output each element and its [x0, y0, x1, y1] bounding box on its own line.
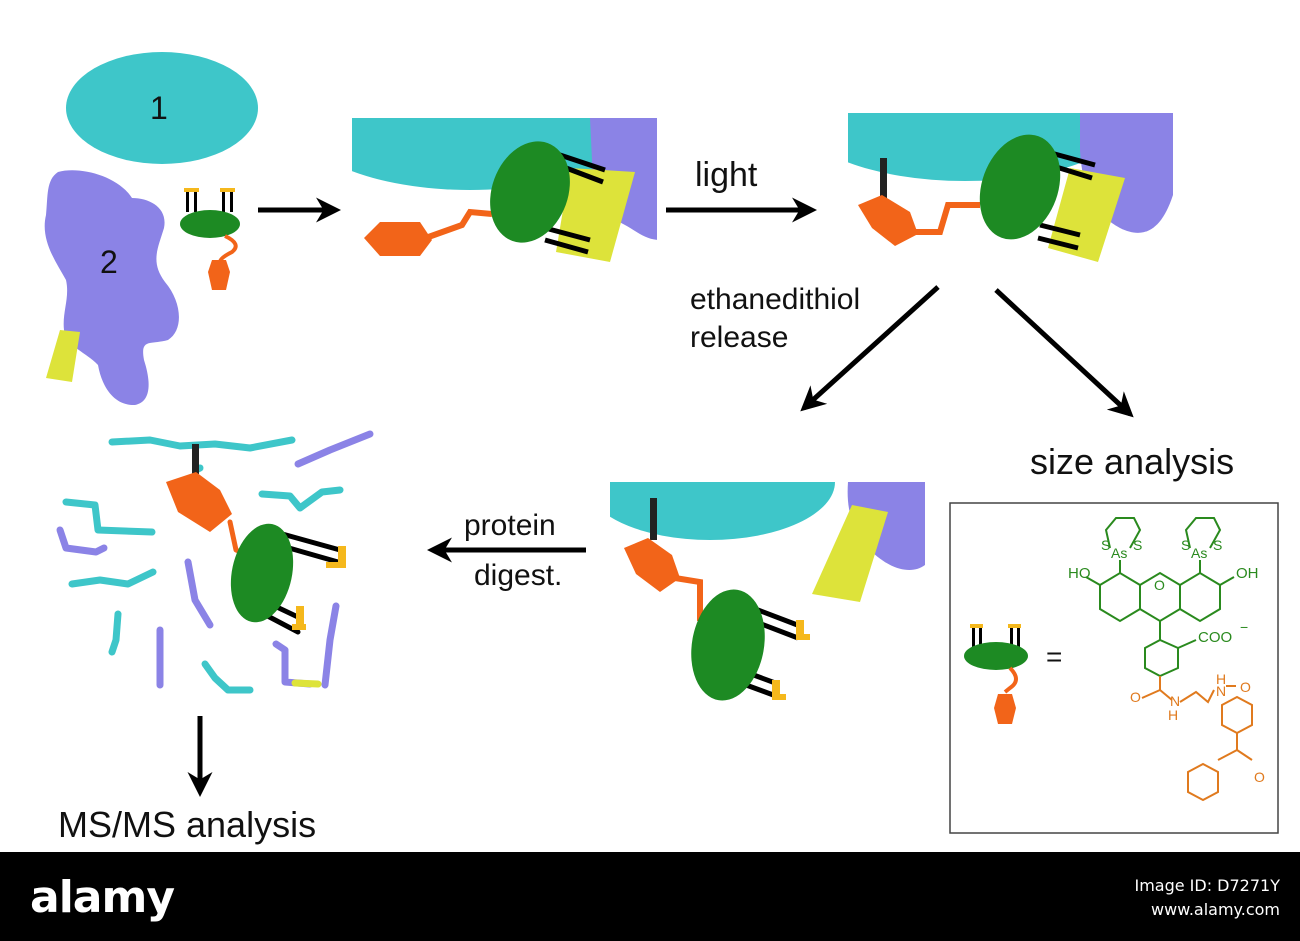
digest-label: digest.: [474, 559, 563, 592]
chem-as1: As: [1111, 545, 1128, 561]
chem-h2: H: [1216, 671, 1227, 687]
chem-coo: COO: [1198, 629, 1233, 646]
inset-probe-icon: [964, 624, 1028, 724]
chem-s3: S: [1181, 537, 1191, 553]
panel-bound-complex: [352, 118, 657, 262]
chem-n2: N: [1216, 683, 1227, 699]
chem-oh: OH: [1236, 565, 1259, 582]
protein-1-ellipse: [66, 52, 258, 164]
chem-o-amide2: O: [1240, 679, 1251, 695]
chem-o-amide1: O: [1130, 689, 1141, 705]
site-url: www.alamy.com: [1151, 900, 1280, 919]
chem-minus: −: [1240, 619, 1249, 635]
alamy-logo: alamy: [30, 872, 175, 923]
panel-crosslinked-complex: [848, 113, 1173, 262]
chem-h1: H: [1168, 707, 1179, 723]
chem-n1: N: [1170, 693, 1181, 709]
yellow-tag: [46, 330, 80, 382]
light-label: light: [695, 156, 758, 194]
ethanedithiol-label: ethanedithiol: [690, 283, 861, 316]
panel-initial-proteins: [44, 52, 258, 406]
watermark-footer: alamy Image ID: D7271Y www.alamy.com: [0, 852, 1300, 941]
arrow-size-analysis: [994, 288, 1134, 418]
release-label: release: [690, 321, 789, 354]
chem-s1: S: [1101, 537, 1111, 553]
protein-2-blob: [44, 170, 179, 406]
workflow-diagram: [44, 52, 1279, 834]
protein-label: protein: [464, 509, 556, 542]
protein-2-label: 2: [100, 244, 118, 280]
chem-s2: S: [1133, 537, 1143, 553]
chem-o-ring: O: [1154, 577, 1165, 593]
image-id: Image ID: D7271Y: [1134, 876, 1280, 895]
chem-s4: S: [1213, 537, 1223, 553]
msms-analysis-label: MS/MS analysis: [58, 804, 317, 845]
protein-1-label: 1: [150, 90, 168, 126]
panel-digested-peptides: [56, 430, 374, 694]
chem-ho: HO: [1068, 565, 1091, 582]
chem-as2: As: [1191, 545, 1208, 561]
size-analysis-label: size analysis: [1030, 441, 1235, 482]
fluorescein-arsenical-structure: [1085, 517, 1253, 802]
equals-sign: =: [1046, 641, 1063, 672]
arrow-ethanedithiol: [800, 285, 940, 412]
chem-o-ketone: O: [1254, 769, 1265, 785]
panel-released-complex: [610, 482, 925, 701]
small-probe-icon: [180, 188, 240, 290]
